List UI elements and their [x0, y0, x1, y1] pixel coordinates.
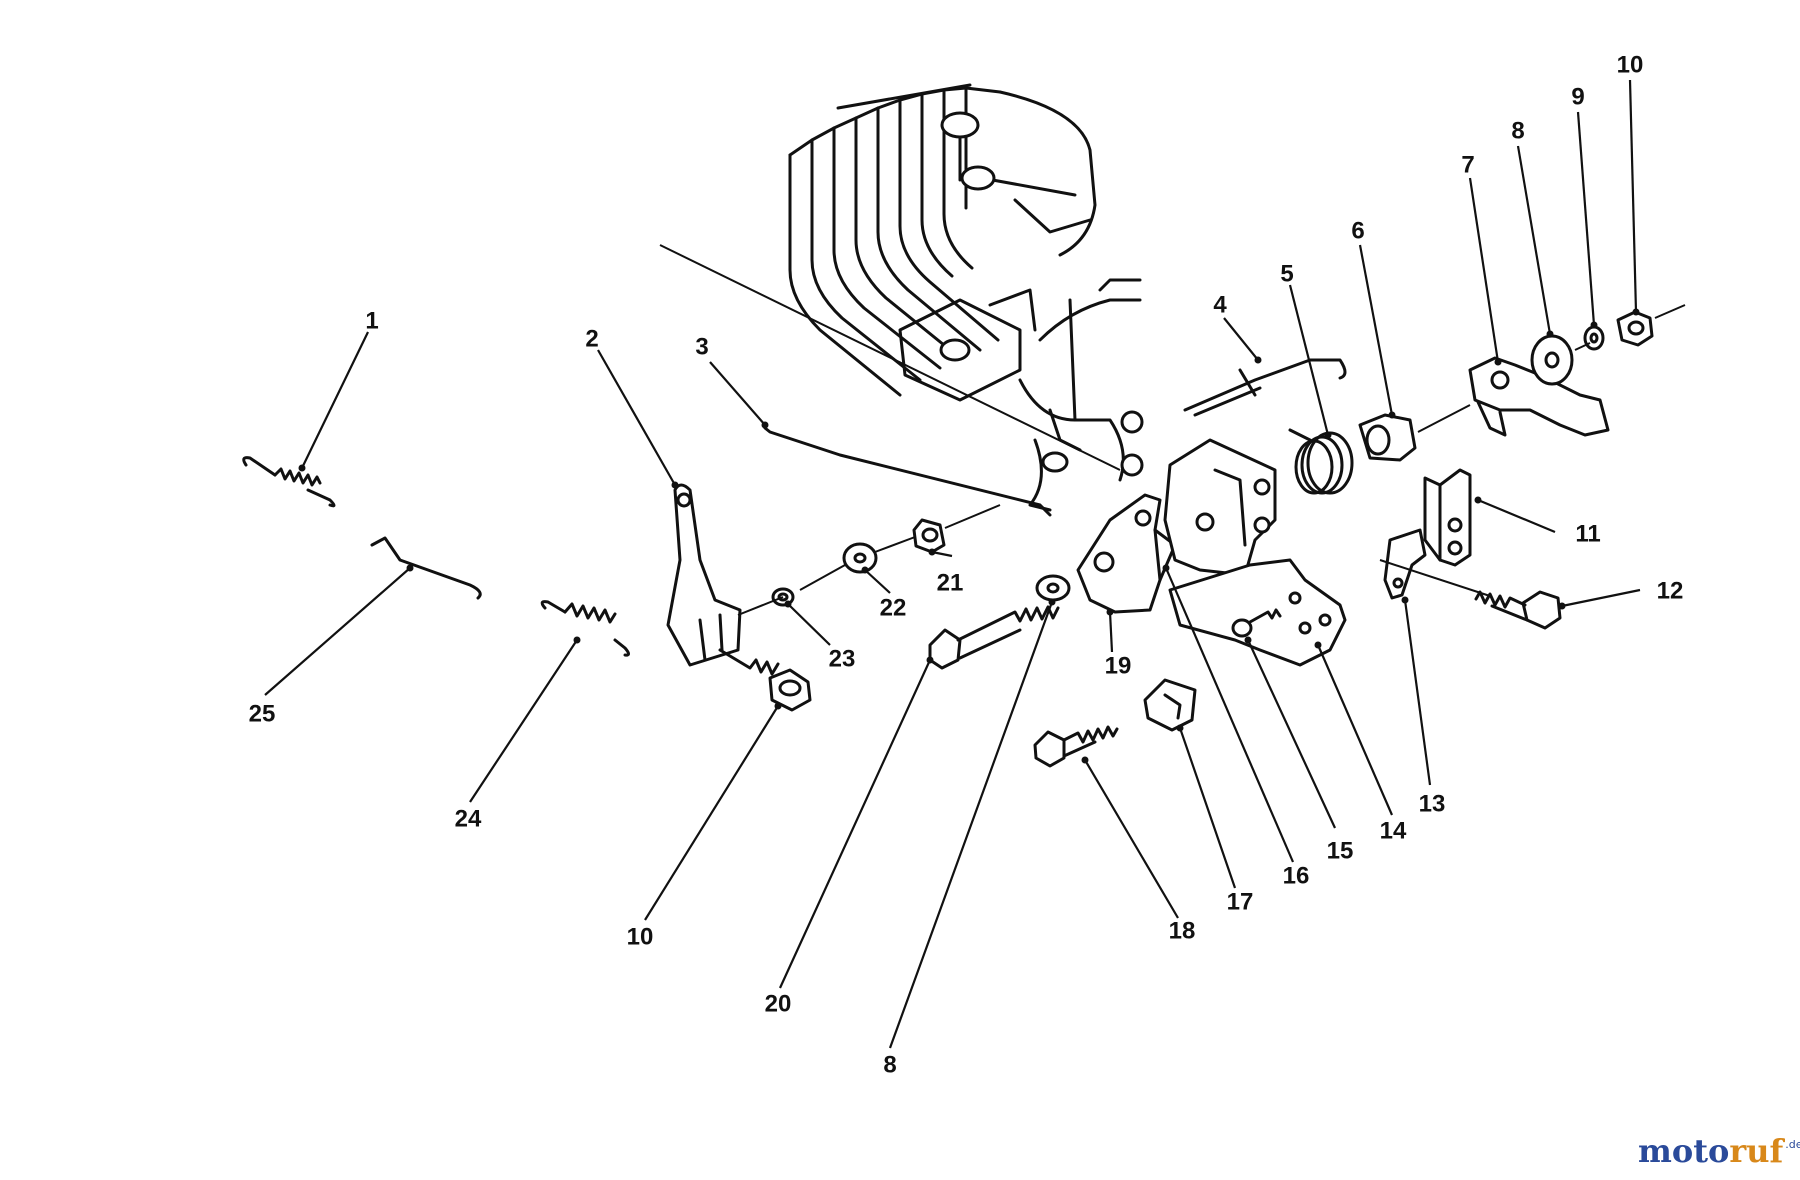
part-24-governor-spring [540, 600, 630, 657]
callout-15: 15 [1327, 837, 1354, 864]
callout-17: 17 [1227, 888, 1254, 915]
callout-19: 19 [1105, 652, 1132, 679]
part-22-washer [842, 542, 878, 574]
callout-10-lower: 10 [627, 923, 654, 950]
callout-21: 21 [937, 569, 964, 596]
part-21-bushing [912, 518, 946, 554]
callout-2: 2 [585, 325, 598, 352]
part-13-small-bracket [1383, 528, 1427, 600]
callout-16: 16 [1283, 862, 1310, 889]
callout-12: 12 [1657, 577, 1684, 604]
part-15-screw [1231, 608, 1282, 638]
part-10-nut-lower [768, 668, 812, 712]
engine-cylinder-block [659, 83, 1144, 512]
callout-14: 14 [1380, 817, 1407, 844]
callout-22: 22 [880, 594, 907, 621]
part-10-nut-upper [1616, 310, 1654, 347]
leader-dots [298, 308, 1640, 764]
part-2-governor-lever [666, 483, 780, 676]
part-1-spring [242, 456, 336, 508]
callout-8-lower: 8 [883, 1051, 896, 1078]
callout-11: 11 [1575, 520, 1600, 547]
part-9-lock-washer [1583, 325, 1605, 351]
callout-9: 9 [1571, 83, 1584, 110]
callout-1: 1 [365, 307, 378, 334]
callout-20: 20 [765, 990, 792, 1017]
callout-13: 13 [1419, 790, 1446, 817]
axis-line-left [737, 504, 1001, 616]
callout-23: 23 [829, 645, 856, 672]
callout-3: 3 [695, 333, 708, 360]
callout-7: 7 [1461, 151, 1474, 178]
leader-lines [264, 79, 1641, 1049]
part-5-coil-spring [1288, 428, 1354, 495]
axis-line-upper [1417, 304, 1686, 433]
part-14-lower-plate [1168, 558, 1347, 667]
part-11-bracket [1423, 468, 1472, 567]
callout-5: 5 [1280, 260, 1293, 287]
part-17-clip [1143, 678, 1197, 732]
part-8-washer-lower [1035, 574, 1071, 602]
svg-text:motoruf.de: motoruf.de [1638, 1132, 1800, 1170]
callout-8-upper: 8 [1511, 117, 1524, 144]
callout-numbers: 1 2 3 4 5 6 7 8 9 10 11 12 13 14 15 16 1… [249, 51, 1684, 1078]
callout-18: 18 [1169, 917, 1196, 944]
part-3-rod [763, 426, 1052, 517]
part-19-bracket [1076, 493, 1177, 614]
part-16-control-plate [1163, 438, 1277, 577]
watermark-logo: motoruf.de [1638, 1132, 1800, 1170]
part-18-screw [1033, 725, 1119, 768]
callout-10-upper: 10 [1617, 51, 1644, 78]
callout-25: 25 [249, 700, 276, 727]
callout-4: 4 [1213, 291, 1227, 318]
part-12-screw [1379, 559, 1562, 630]
part-4-link-rod [1183, 358, 1347, 417]
callout-24: 24 [455, 805, 482, 832]
part-8-washer-upper [1530, 334, 1574, 386]
part-25-linkage-rod [370, 536, 482, 600]
part-7-throttle-lever [1468, 356, 1610, 437]
part-6-bushing [1358, 413, 1417, 462]
callout-6: 6 [1351, 217, 1364, 244]
